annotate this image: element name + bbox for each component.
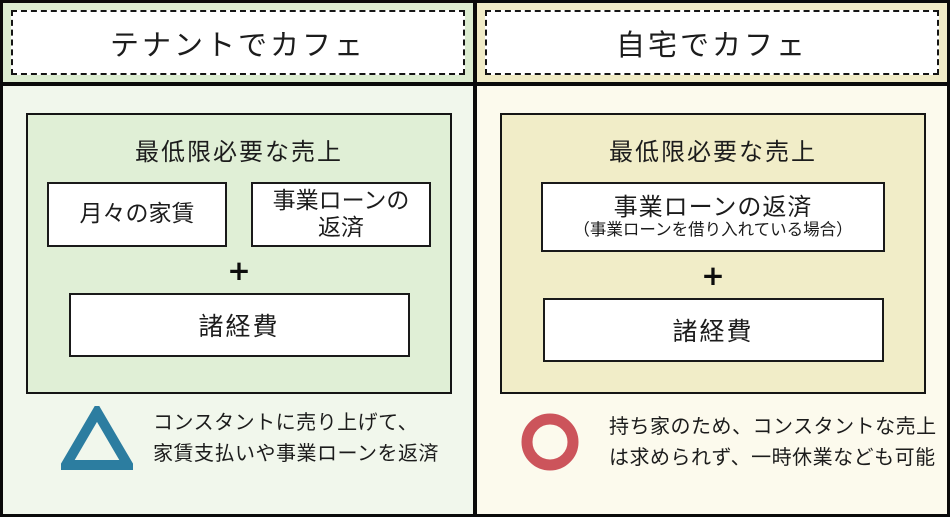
home-cost-row: 事業ローンの返済 （事業ローンを借り入れている場合）	[541, 182, 885, 252]
tenant-body: 最低限必要な売上 月々の家賃 事業ローンの 返済 + 諸経費 コンスタントに売り…	[3, 86, 473, 514]
home-note-line2: は求められず、一時休業なども可能	[609, 445, 936, 469]
tenant-panel-title: 最低限必要な売上	[135, 138, 343, 166]
loan-box-home-sub: （事業ローンを借り入れている場合）	[573, 220, 853, 240]
home-note-line1: 持ち家のため、コンスタントな売上	[609, 414, 937, 438]
home-panel-title: 最低限必要な売上	[609, 138, 817, 166]
tenant-sales-panel: 最低限必要な売上 月々の家賃 事業ローンの 返済 + 諸経費	[26, 113, 452, 394]
loan-box-home: 事業ローンの返済 （事業ローンを借り入れている場合）	[541, 182, 885, 252]
tenant-note-line2: 家賃支払いや事業ローンを返済	[153, 441, 439, 465]
home-body: 最低限必要な売上 事業ローンの返済 （事業ローンを借り入れている場合） + 諸経…	[477, 86, 947, 514]
triangle-icon	[61, 406, 133, 470]
rent-box-label: 月々の家賃	[79, 201, 195, 228]
circle-icon	[521, 413, 579, 471]
tenant-header: テナントでカフェ	[3, 3, 473, 82]
tenant-verdict: コンスタントに売り上げて、 家賃支払いや事業ローンを返済	[61, 406, 439, 470]
plus-sign-tenant: +	[227, 254, 251, 287]
home-verdict: 持ち家のため、コンスタントな売上 は求められず、一時休業なども可能	[521, 411, 937, 473]
expenses-box-tenant: 諸経費	[68, 293, 410, 357]
expenses-label-tenant: 諸経費	[198, 312, 280, 341]
loan-box-line1: 事業ローンの	[272, 188, 410, 215]
tenant-note-line1: コンスタントに売り上げて、	[153, 410, 419, 434]
home-header: 自宅でカフェ	[477, 3, 947, 82]
tenant-title: テナントでカフェ	[11, 10, 465, 75]
home-sales-panel: 最低限必要な売上 事業ローンの返済 （事業ローンを借り入れている場合） + 諸経…	[500, 113, 926, 394]
home-title: 自宅でカフェ	[485, 10, 939, 75]
plus-sign-home: +	[701, 259, 725, 292]
expenses-label-home: 諸経費	[672, 317, 754, 346]
home-note: 持ち家のため、コンスタントな売上 は求められず、一時休業なども可能	[609, 411, 937, 473]
tenant-note: コンスタントに売り上げて、 家賃支払いや事業ローンを返済	[153, 407, 439, 469]
rent-box: 月々の家賃	[47, 182, 227, 247]
tenant-cost-row: 月々の家賃 事業ローンの 返済	[47, 182, 431, 247]
expenses-box-home: 諸経費	[542, 298, 884, 362]
loan-box-tenant: 事業ローンの 返済	[251, 182, 431, 247]
loan-box-home-main: 事業ローンの返済	[613, 192, 813, 221]
loan-box-line2: 返済	[318, 214, 364, 241]
